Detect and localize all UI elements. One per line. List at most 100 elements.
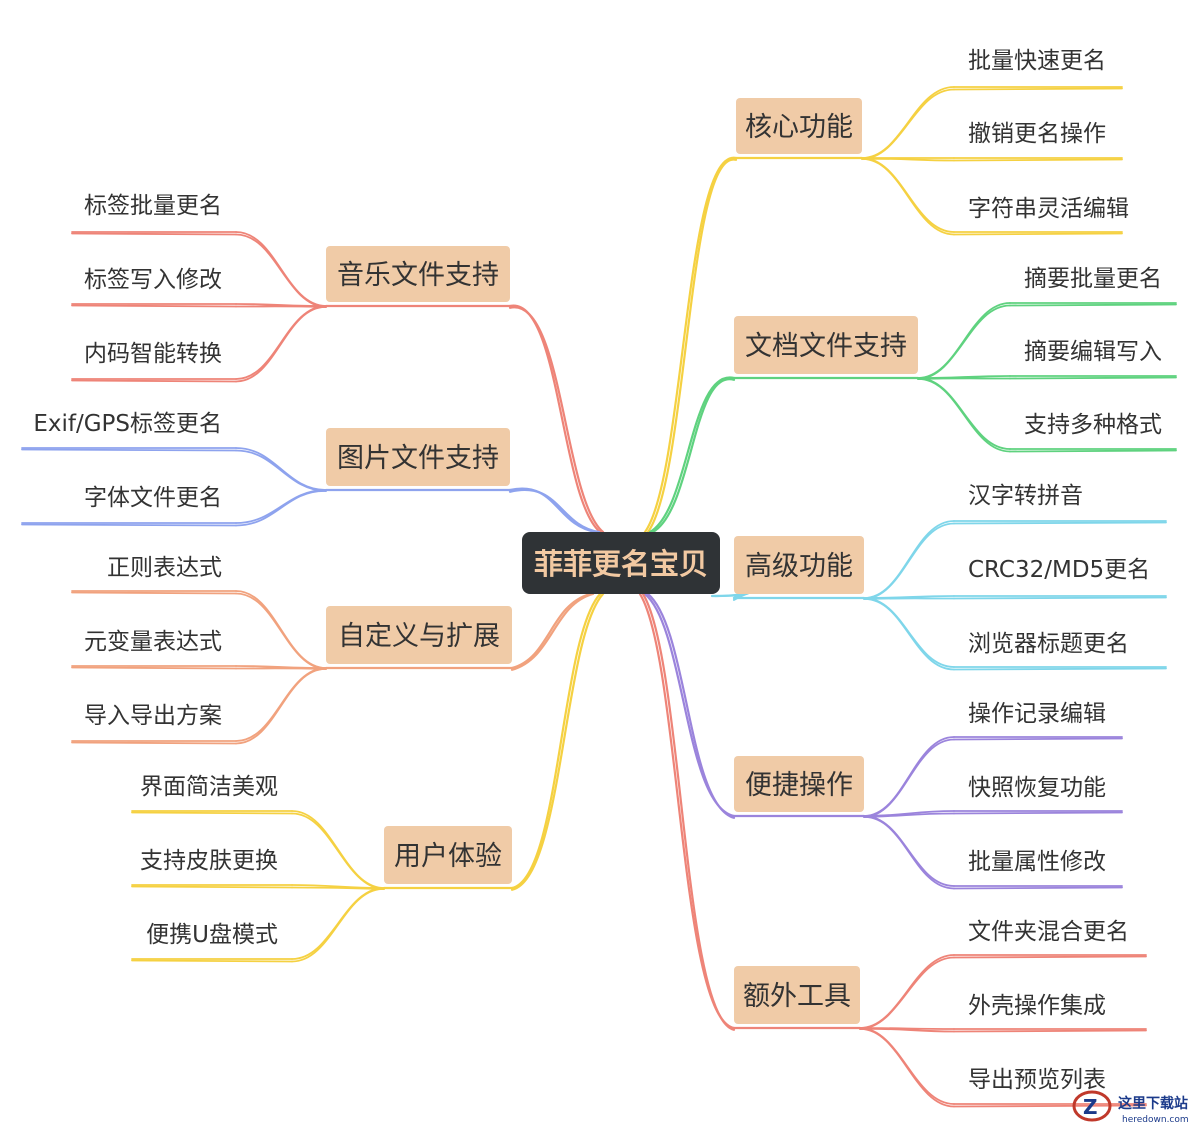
leaf-label[interactable]: 内码智能转换 <box>84 341 222 367</box>
branch-connector <box>510 592 592 670</box>
leaf-label[interactable]: 操作记录编辑 <box>968 701 1106 727</box>
leaf-connector <box>863 597 955 600</box>
leaf-connector <box>859 1027 955 1033</box>
leaf-underline <box>953 667 1167 671</box>
branch-node-box <box>736 98 862 154</box>
logo-z-icon: Z <box>1083 1095 1098 1119</box>
branch-node-quick[interactable]: 便捷操作 <box>734 756 864 812</box>
branch-node-box <box>734 966 860 1024</box>
branch-connector <box>641 592 736 1031</box>
leaf-connector <box>859 956 955 1030</box>
branch-node-ux[interactable]: 用户体验 <box>384 826 512 884</box>
leaf-underline <box>953 737 1123 741</box>
leaf-label[interactable]: 浏览器标题更名 <box>968 631 1129 657</box>
branch-label: 图片文件支持 <box>337 443 499 474</box>
leaf-underline <box>21 523 237 527</box>
leaf-label[interactable]: Exif/GPS标签更名 <box>33 411 222 437</box>
leaf-underline <box>131 959 293 963</box>
leaf-connector <box>235 667 327 670</box>
branch-connector <box>510 592 605 891</box>
leaf-label[interactable]: CRC32/MD5更名 <box>968 557 1150 583</box>
leaf-connector <box>235 449 327 492</box>
leaf-label[interactable]: 标签批量更名 <box>84 193 222 219</box>
branch-connector <box>643 592 736 818</box>
branch-node-core[interactable]: 核心功能 <box>736 98 862 154</box>
leaf-connector <box>861 88 955 160</box>
leaf-connector <box>235 490 327 527</box>
branch-node-extra[interactable]: 额外工具 <box>734 966 860 1024</box>
branch-label: 核心功能 <box>745 112 853 143</box>
branch-label: 用户体验 <box>394 841 502 872</box>
leaf-underline <box>953 521 1167 525</box>
leaf-label[interactable]: 撤销更名操作 <box>968 121 1106 147</box>
leaf-label[interactable]: 字符串灵活编辑 <box>968 196 1129 222</box>
leaf-label[interactable]: 文件夹混合更名 <box>968 919 1129 945</box>
leaf-label[interactable]: 外壳操作集成 <box>968 993 1106 1019</box>
branch-node-box <box>734 536 864 594</box>
leaf-connector <box>863 598 955 671</box>
leaf-label[interactable]: 便携U盘模式 <box>146 922 278 948</box>
branch-label: 高级功能 <box>745 551 853 582</box>
leaf-connector <box>235 489 327 524</box>
leaf-label[interactable]: 支持多种格式 <box>1024 412 1162 438</box>
root-label: 菲菲更名宝贝 <box>534 547 708 581</box>
leaf-label[interactable]: 批量属性修改 <box>968 849 1106 875</box>
leaf-underline <box>71 304 237 308</box>
branch-connector <box>638 592 736 1030</box>
branch-connector <box>510 592 602 890</box>
leaf-connector <box>861 157 955 162</box>
leaf-underline <box>953 158 1123 162</box>
leaf-label[interactable]: 标签写入修改 <box>84 267 222 293</box>
leaf-underline <box>71 666 237 670</box>
watermark-logo: Z 这里下载站 heredown.com <box>1072 1090 1189 1125</box>
leaf-label[interactable]: 快照恢复功能 <box>968 775 1106 801</box>
leaf-label[interactable]: 摘要编辑写入 <box>1024 339 1162 365</box>
branch-connector <box>646 592 736 819</box>
leaf-underline <box>21 448 237 452</box>
leaf-label[interactable]: 正则表达式 <box>107 555 222 581</box>
leaf-connector <box>861 158 955 236</box>
leaf-connector <box>859 1028 955 1108</box>
branch-node-adv[interactable]: 高级功能 <box>734 536 864 594</box>
leaf-label[interactable]: 汉字转拼音 <box>968 483 1083 509</box>
leaf-label[interactable]: 摘要批量更名 <box>1024 266 1162 292</box>
branch-connector <box>510 592 595 671</box>
branch-node-doc[interactable]: 文档文件支持 <box>734 316 918 374</box>
leaf-underline <box>953 232 1123 236</box>
logo-ring-icon <box>1072 1090 1112 1122</box>
branch-node-music[interactable]: 音乐文件支持 <box>326 246 510 302</box>
branch-node-image[interactable]: 图片文件支持 <box>326 428 510 486</box>
leaf-label[interactable]: 界面简洁美观 <box>140 774 278 800</box>
branch-node-custom[interactable]: 自定义与扩展 <box>326 606 512 664</box>
leaf-connector <box>917 378 1011 453</box>
branch-connector <box>648 376 736 534</box>
leaf-underline <box>953 811 1123 815</box>
leaf-underline <box>953 1029 1147 1033</box>
leaf-underline <box>1009 303 1177 307</box>
leaf-label[interactable]: 批量快速更名 <box>968 48 1106 74</box>
leaf-label[interactable]: 导出预览列表 <box>968 1067 1106 1093</box>
leaf-label[interactable]: 支持皮肤更换 <box>140 848 278 874</box>
watermark-title: 这里下载站 <box>1118 1095 1188 1112</box>
leaf-connector <box>863 816 955 890</box>
leaf-connector <box>863 812 955 818</box>
branch-connector <box>508 304 602 534</box>
leaf-underline <box>1009 449 1177 453</box>
leaf-connector <box>291 886 385 890</box>
leaf-connector <box>235 668 327 745</box>
connector-layer <box>21 86 1177 1108</box>
leaf-label[interactable]: 元变量表达式 <box>84 629 222 655</box>
leaf-underline <box>1009 376 1177 380</box>
leaf-connector <box>291 812 385 890</box>
branch-connector <box>651 378 736 534</box>
root-node[interactable]: 菲菲更名宝贝 <box>522 532 720 594</box>
branch-connector <box>643 156 738 534</box>
leaf-label[interactable]: 字体文件更名 <box>84 485 222 511</box>
leaf-connector <box>235 592 327 670</box>
leaf-underline <box>953 1104 1147 1108</box>
branch-node-box <box>326 606 512 664</box>
leaf-label[interactable]: 导入导出方案 <box>84 703 222 729</box>
branch-label: 自定义与扩展 <box>338 621 500 652</box>
